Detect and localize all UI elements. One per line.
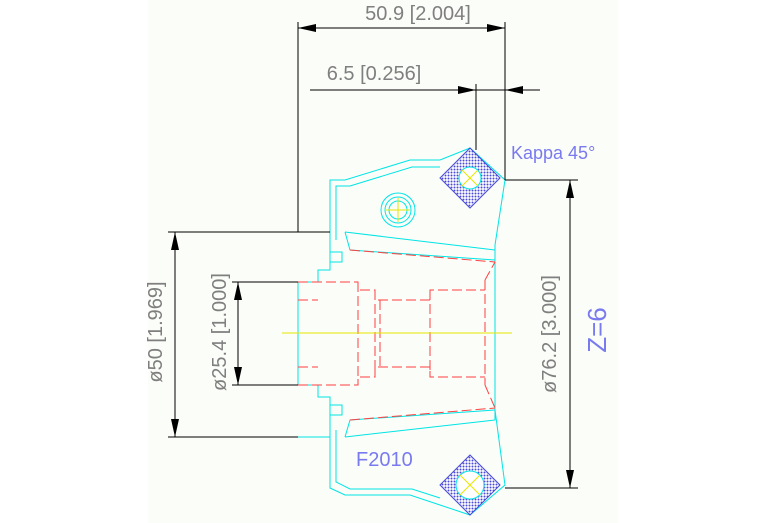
insert-code-annotation: F2010 [356,449,413,471]
cutter-diameter-label: ø76.2 [3.000] [539,275,561,393]
overhang-label: 6.5 [0.256] [327,63,422,85]
overall-length-label: 50.9 [2.004] [365,3,471,25]
insert-bottom [439,454,501,516]
shank-diameter-label: ø50 [1.969] [145,281,167,382]
dimension-lines [168,22,578,489]
kappa-annotation: Kappa 45° [511,143,595,163]
dimension-arrowheads [171,24,574,488]
bore-diameter-label: ø25.4 [1.000] [209,273,231,391]
teeth-count-annotation: Z=6 [582,307,612,353]
bore-hidden-lines [298,249,496,421]
screw-center-mark [386,198,410,222]
drawing-paper [148,0,618,523]
insert-top [439,147,501,209]
